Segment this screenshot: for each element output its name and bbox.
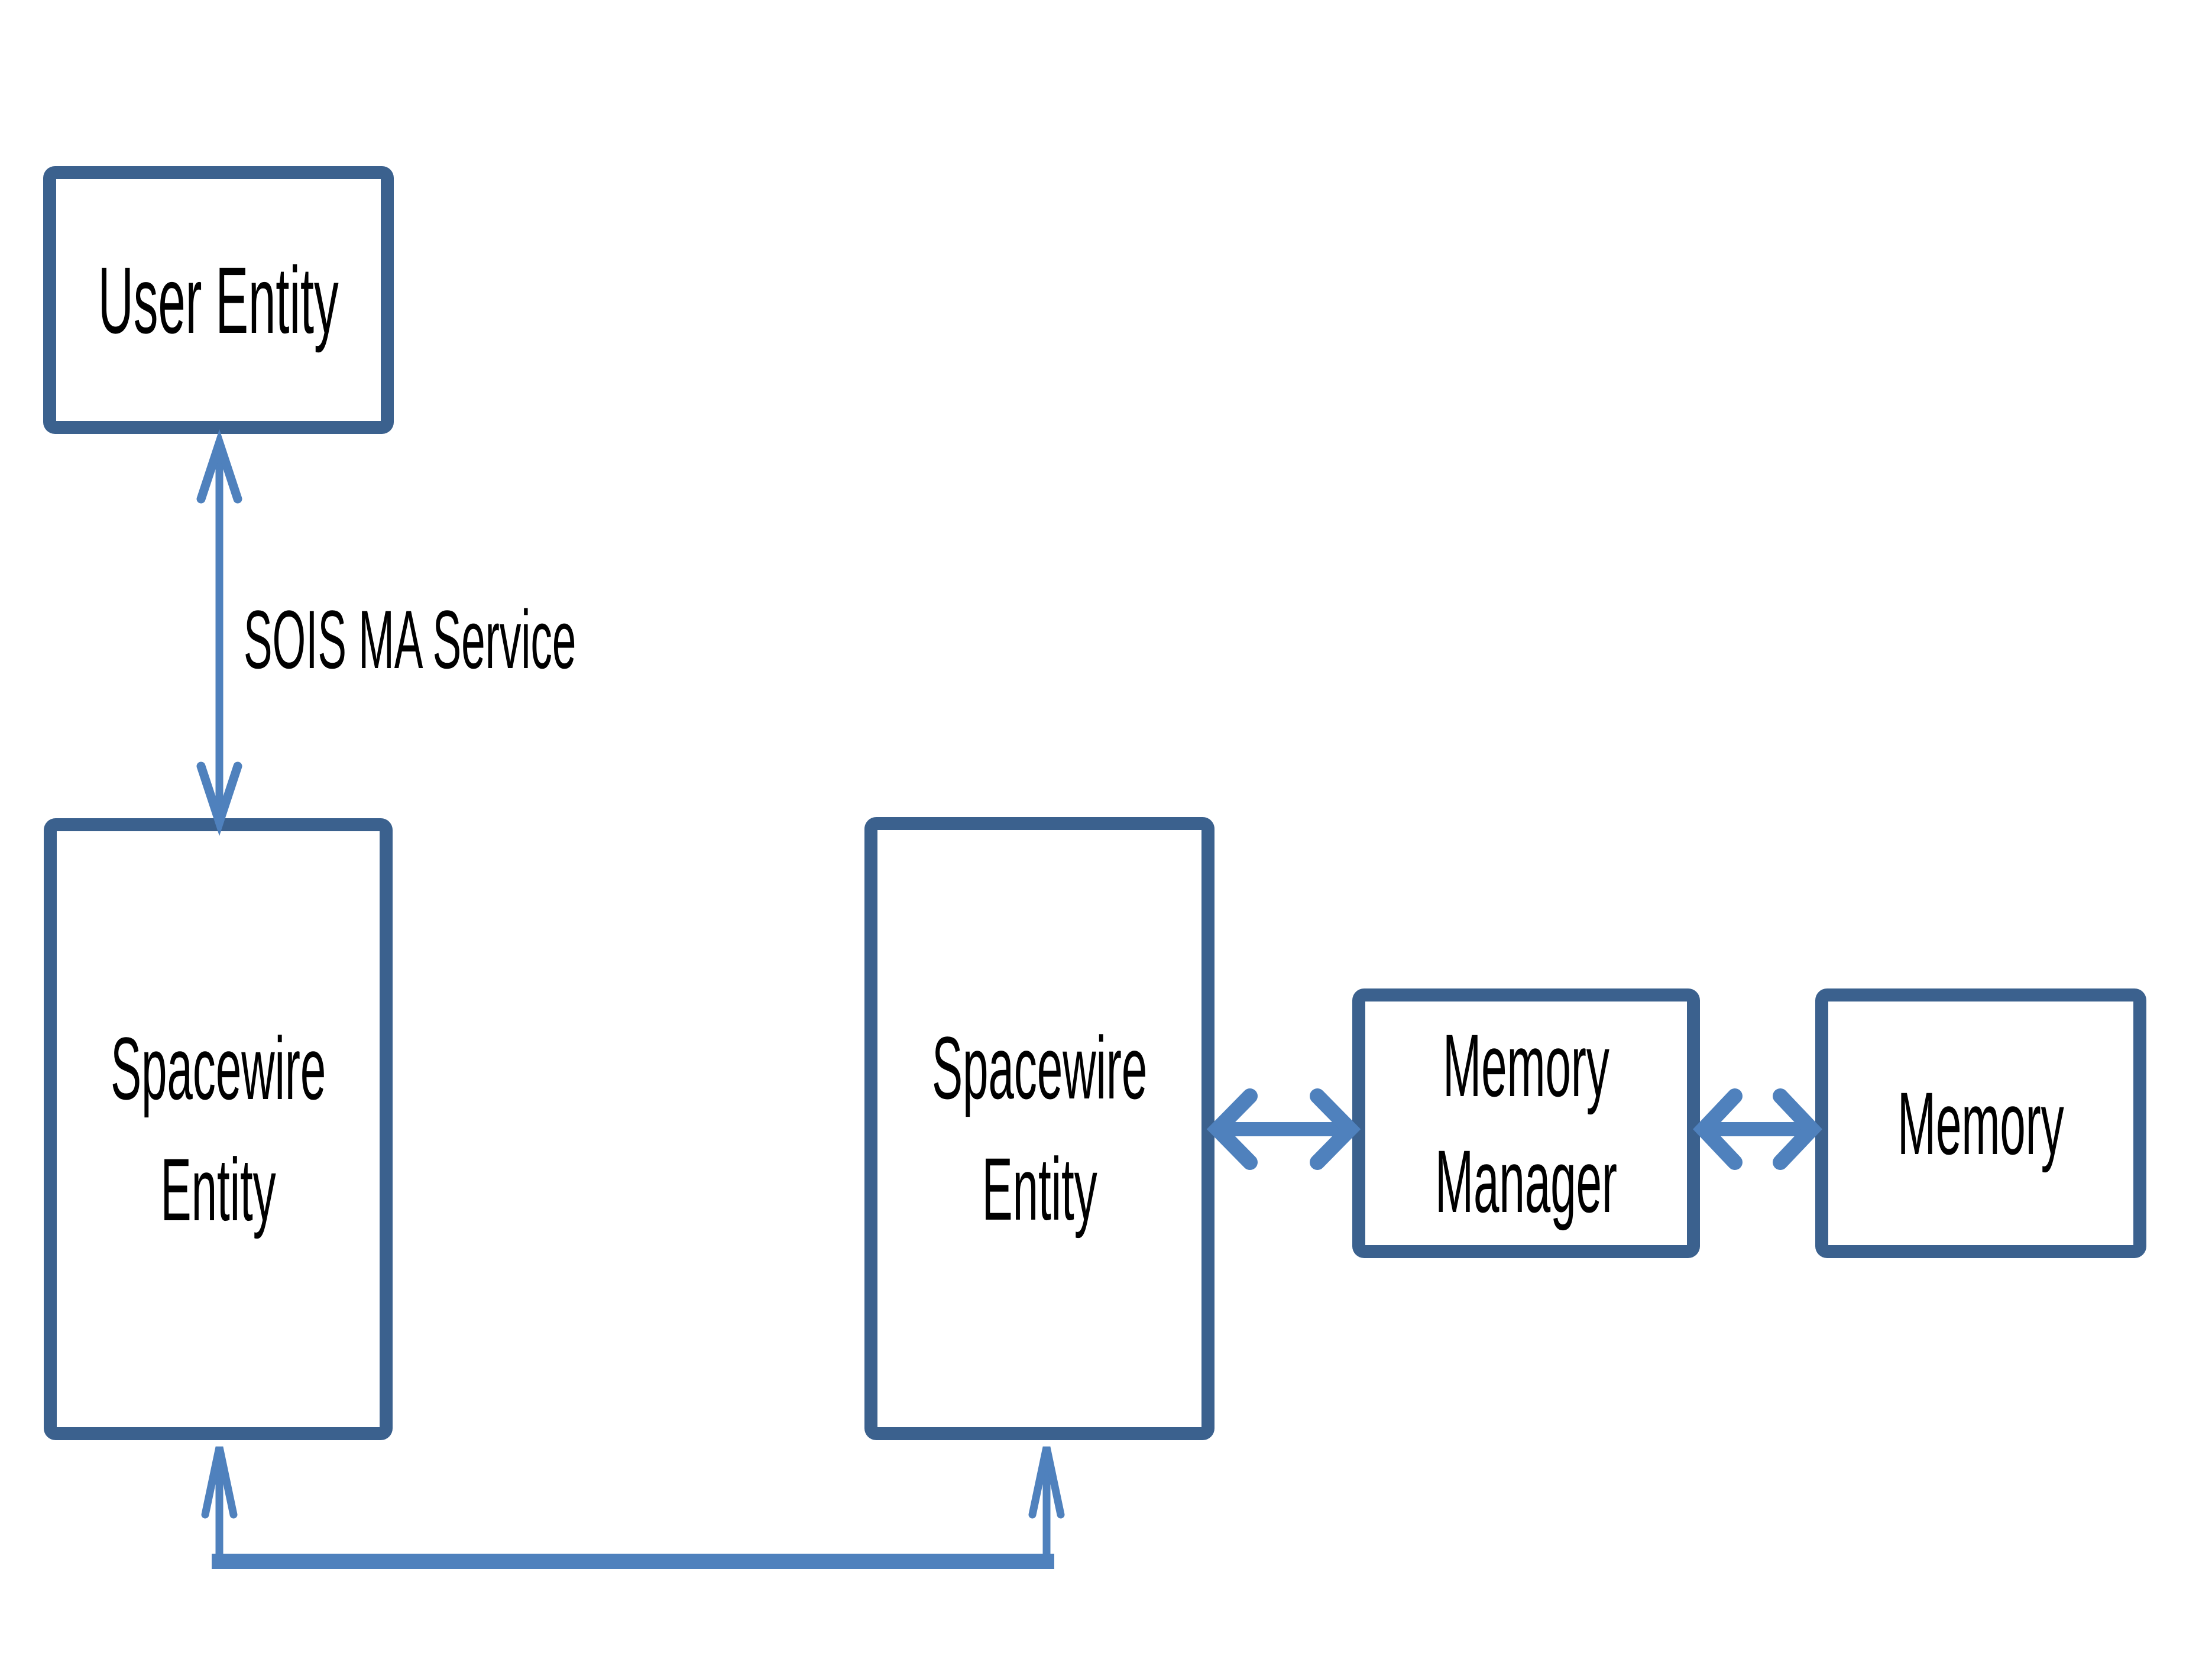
arrowhead-up-icon [1028, 1446, 1065, 1519]
spacewire-entity-left-label: Spacewire Entity [111, 1008, 326, 1250]
spacewire-middle-line2: Entity [982, 1139, 1097, 1239]
memory-manager-box: Memory Manager [1352, 988, 1700, 1258]
arrowhead-right-icon [1773, 1088, 1822, 1170]
user-spacewire-arrow [196, 429, 242, 836]
memory-manager-memory-arrow [1693, 1088, 1822, 1170]
spacewire-memory-manager-arrow [1206, 1088, 1361, 1170]
sois-ma-service-label: SOIS MA Service [244, 593, 577, 686]
memory-manager-line2: Manager [1435, 1132, 1617, 1231]
memory-manager-label: Memory Manager [1435, 1007, 1617, 1239]
user-entity-box: User Entity [43, 166, 394, 434]
memory-box: Memory [1815, 988, 2146, 1258]
spacewire-entity-middle-label: Spacewire Entity [932, 1007, 1147, 1250]
arrowhead-right-icon [1310, 1088, 1361, 1170]
spacewire-middle-line1: Spacewire [931, 1018, 1148, 1117]
arrowhead-down-icon [196, 761, 242, 836]
memory-label: Memory [1897, 1073, 2064, 1173]
spacewire-left-line1: Spacewire [110, 1019, 326, 1118]
user-entity-label: User Entity [98, 247, 339, 353]
spacewire-left-line2: Entity [160, 1140, 276, 1239]
arrowhead-left-icon [1206, 1088, 1258, 1170]
memory-manager-line1: Memory [1443, 1016, 1609, 1115]
spacewire-entity-middle-box: Spacewire Entity [864, 817, 1215, 1440]
spacewire-spacewire-connector [201, 1446, 1065, 1569]
arrowhead-up-icon [196, 429, 242, 504]
arrowhead-left-icon [1693, 1088, 1743, 1170]
arrowhead-up-icon [201, 1446, 238, 1519]
spacewire-entity-left-box: Spacewire Entity [44, 818, 393, 1440]
